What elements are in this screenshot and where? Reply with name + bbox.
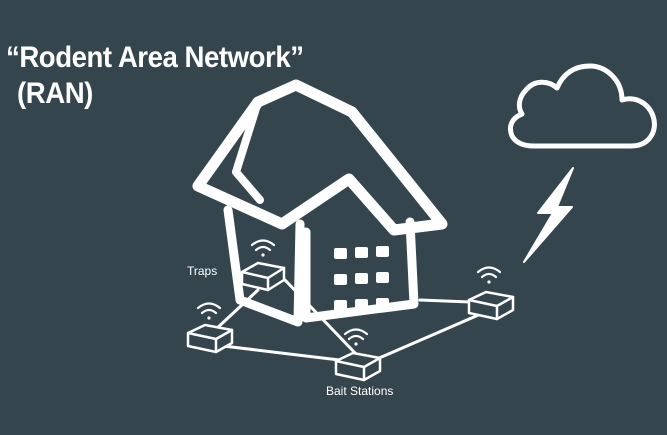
wifi-signal-icon — [250, 239, 276, 257]
title-line-1: “Rodent Area Network” — [6, 41, 304, 74]
slide-title: “Rodent Area Network” (RAN) — [6, 40, 304, 112]
cloud-icon — [507, 63, 657, 149]
wifi-signal-icon — [343, 328, 369, 346]
window-grid — [334, 246, 389, 311]
bait-stations-label: Bait Stations — [326, 384, 394, 398]
house-icon — [192, 79, 448, 327]
sensor-box-icon — [186, 323, 234, 354]
sensor-box-icon — [240, 261, 286, 292]
wifi-signal-icon — [476, 266, 502, 284]
traps-label: Traps — [187, 264, 218, 278]
sensor-box-icon — [467, 290, 515, 321]
network-links — [213, 278, 492, 364]
wifi-signal-icon — [196, 302, 222, 320]
lightning-bolt-icon — [523, 167, 574, 263]
title-line-2: (RAN) — [17, 77, 93, 110]
sensor-box-icon — [334, 351, 382, 382]
